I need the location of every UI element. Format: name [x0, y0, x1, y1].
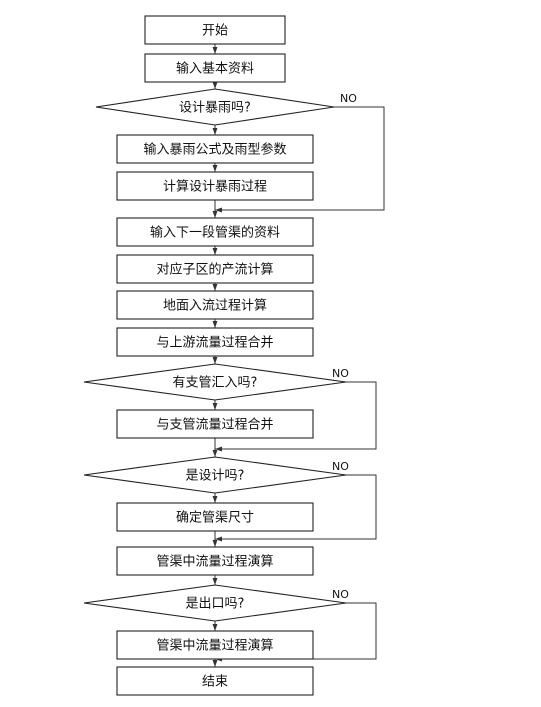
- edge-d1-n5: [215, 106, 385, 213]
- node-label: 管渠中流量过程演算: [156, 638, 273, 654]
- process-node-n2: 输入基本资料: [144, 53, 286, 83]
- node-label: 开始: [202, 24, 228, 39]
- node-label: 地面入流过程计算: [163, 299, 267, 314]
- branch-label-no: NO: [332, 460, 349, 473]
- edge-d3-n11: [215, 474, 377, 542]
- process-node-n13: 结束: [116, 666, 314, 696]
- branch-label-no: NO: [340, 92, 357, 105]
- branch-label-no: NO: [332, 588, 349, 601]
- node-label: 计算设计暴雨过程: [163, 180, 267, 195]
- node-label: 结束: [202, 675, 228, 690]
- decision-diamond: [83, 584, 347, 622]
- node-label: 确定管渠尺寸: [176, 511, 254, 526]
- decision-diamond: [83, 456, 347, 494]
- process-box: [116, 502, 314, 532]
- process-box: [116, 546, 314, 576]
- process-node-n9: 与支管流量过程合并: [116, 409, 314, 439]
- process-box: [116, 290, 314, 320]
- process-box: [116, 327, 314, 357]
- process-box: [144, 15, 286, 45]
- edge-d2-d3: [215, 381, 377, 452]
- node-label: 与支管流量过程合并: [156, 418, 273, 433]
- node-label: 是设计吗?: [186, 469, 245, 484]
- process-box: [116, 666, 314, 696]
- node-label: 管渠中流量过程演算: [156, 554, 273, 570]
- process-node-n12: 管渠中流量过程演算: [116, 630, 314, 660]
- node-label: 输入基本资料: [176, 61, 254, 77]
- node-label: 与上游流量过程合并: [156, 336, 273, 351]
- process-node-n8: 与上游流量过程合并: [116, 327, 314, 357]
- node-label: 是出口吗?: [186, 597, 245, 612]
- process-node-n7: 地面入流过程计算: [116, 290, 314, 320]
- node-label: 有支管汇入吗?: [173, 376, 258, 391]
- decision-node-d1: 设计暴雨吗?: [95, 88, 335, 126]
- no-branch-connector: [215, 106, 385, 213]
- decision-node-d4: 是出口吗?: [83, 584, 347, 622]
- node-label: 设计暴雨吗?: [179, 101, 251, 116]
- process-box: [144, 53, 286, 83]
- process-box: [116, 217, 314, 247]
- process-box: [116, 171, 314, 201]
- process-node-n3: 输入暴雨公式及雨型参数: [116, 134, 314, 164]
- process-node-n5: 输入下一段管渠的资料: [116, 217, 314, 247]
- node-label: 输入下一段管渠的资料: [150, 225, 280, 241]
- process-node-n4: 计算设计暴雨过程: [116, 171, 314, 201]
- process-box: [116, 134, 314, 164]
- node-label: 输入暴雨公式及雨型参数: [143, 142, 286, 158]
- process-box: [116, 254, 314, 284]
- process-node-n10: 确定管渠尺寸: [116, 502, 314, 532]
- process-box: [116, 409, 314, 439]
- process-box: [116, 630, 314, 660]
- process-node-n1: 开始: [144, 15, 286, 45]
- node-label: 对应子区的产流计算: [156, 262, 273, 278]
- decision-diamond: [83, 363, 347, 401]
- no-branch-connector: [215, 474, 377, 542]
- process-node-n11: 管渠中流量过程演算: [116, 546, 314, 576]
- decision-node-d3: 是设计吗?: [83, 456, 347, 494]
- no-branch-connector: [215, 381, 377, 452]
- decision-node-d2: 有支管汇入吗?: [83, 363, 347, 401]
- branch-label-no: NO: [332, 367, 349, 380]
- process-node-n6: 对应子区的产流计算: [116, 254, 314, 284]
- decision-diamond: [95, 88, 335, 126]
